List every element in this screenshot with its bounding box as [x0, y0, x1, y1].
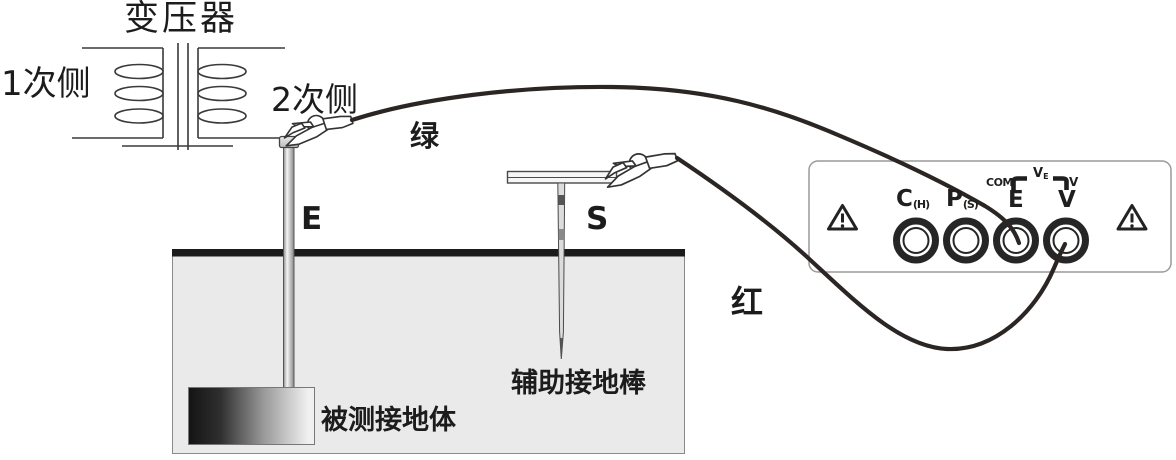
- terminal-c[interactable]: [893, 217, 939, 264]
- terminal-p[interactable]: [943, 217, 989, 264]
- v-small-marking: V: [1069, 175, 1079, 189]
- aux-rod-label: S: [586, 201, 609, 237]
- terminal-label-p: P(S): [946, 186, 979, 212]
- com-marking: COM: [986, 176, 1013, 189]
- warning-icon-right-mark: [1130, 213, 1134, 228]
- warning-icon-left-mark: [840, 213, 845, 228]
- aux-rod-name: 辅助接地棒: [511, 368, 646, 399]
- bracket-right-icon: [1053, 176, 1069, 190]
- terminal-label-e: E: [1008, 187, 1024, 213]
- ve-marking: VE: [1033, 166, 1049, 181]
- buried-body-label: 被测接地体: [321, 405, 456, 436]
- instrument-panel: [808, 160, 1172, 273]
- green-wire-label: 绿: [410, 119, 440, 153]
- red-wire: [674, 155, 1068, 352]
- primary-side-label: 1次侧: [1, 64, 91, 104]
- transformer-symbol: [72, 43, 285, 150]
- buried-ground-body: [188, 387, 315, 445]
- electrode-label: E: [301, 201, 323, 237]
- red-wire-label: 红: [731, 283, 764, 321]
- bracket-left-icon: [1011, 176, 1027, 190]
- green-wire: [349, 84, 1022, 246]
- secondary-side-label: 2次侧: [271, 80, 358, 119]
- terminal-label-c: C(H): [896, 186, 930, 212]
- terminal-v[interactable]: [1043, 217, 1089, 264]
- transformer-title: 变压器: [123, 0, 239, 39]
- alligator-clip-s: [599, 140, 680, 191]
- auxiliary-rod: [506, 170, 618, 360]
- terminal-label-v: V: [1058, 187, 1076, 213]
